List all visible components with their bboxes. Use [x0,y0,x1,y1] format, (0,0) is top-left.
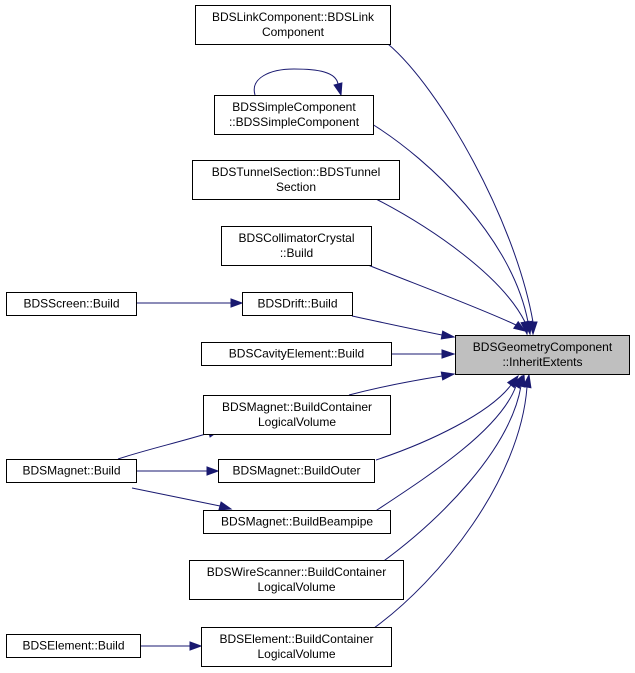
node-label: BDSTunnelSection::BDSTunnel [212,165,381,179]
edge-arrowhead [440,371,456,381]
node-label: BDSWireScanner::BuildContainer [207,565,386,579]
node-box[interactable] [6,634,141,658]
edge-line [253,68,339,96]
edge-arrowhead [230,298,244,308]
edge-tunnel-to-target [375,198,530,336]
edge-arrowhead [189,641,203,651]
node-label: BDSMagnet::BuildOuter [232,464,360,478]
node-box[interactable] [6,292,137,316]
node-label: BDSMagnet::BuildBeampipe [221,515,373,529]
node-magbuild[interactable]: BDSMagnet::Build [6,459,137,483]
edge-magbuild-to-magouter [136,466,220,476]
edge-drift-to-target [351,315,456,340]
node-box[interactable] [189,560,404,600]
edge-line [117,432,210,460]
edge-cavity-to-target [391,349,456,359]
edge-arrowhead [516,373,526,388]
node-box[interactable] [203,395,391,435]
node-simple[interactable]: BDSSimpleComponent::BDSSimpleComponent [214,95,374,135]
node-wire[interactable]: BDSWireScanner::BuildContainerLogicalVol… [189,560,404,600]
edge-line [375,198,526,323]
node-label: BDSSimpleComponent [232,100,356,114]
edge-simple-to-target [371,123,533,336]
node-crystal[interactable]: BDSCollimatorCrystal::Build [221,226,372,266]
edge-elbuild-to-elcont [140,641,203,651]
edge-arrowhead [441,349,456,359]
edge-line [371,123,529,323]
edge-line [375,384,512,461]
node-label: ::Build [280,246,313,260]
edge-arrowhead [520,320,530,336]
node-label: LogicalVolume [257,580,335,594]
node-tunnel[interactable]: BDSTunnelSection::BDSTunnelSection [192,160,400,200]
node-screen[interactable]: BDSScreen::Build [6,292,137,316]
edge-line [131,487,221,507]
edge-line [380,385,522,564]
node-label: BDSCavityElement::Build [229,347,364,361]
node-label: BDSDrift::Build [257,297,337,311]
edge-line [373,385,517,513]
edge-line [351,315,443,336]
node-box[interactable] [192,160,400,200]
node-target[interactable]: BDSGeometryComponent::InheritExtents [455,335,630,375]
node-label: ::BDSSimpleComponent [229,115,360,129]
nodes: BDSLinkComponent::BDSLinkComponentBDSSim… [6,5,630,667]
edge-magbuild-to-magbeam [131,487,233,511]
edge-magcont-to-target [348,371,456,396]
node-drift[interactable]: BDSDrift::Build [242,292,353,316]
node-box[interactable] [6,459,137,483]
edge-simple-to-simple [253,68,343,97]
node-label: LogicalVolume [258,415,336,429]
edge-arrowhead [218,501,233,511]
edge-wire-to-target [380,373,526,564]
node-link[interactable]: BDSLinkComponent::BDSLinkComponent [195,5,391,45]
node-label: BDSElement::Build [22,639,124,653]
edge-line [367,264,517,326]
node-magouter[interactable]: BDSMagnet::BuildOuter [218,459,375,483]
node-box[interactable] [201,342,392,366]
node-label: BDSMagnet::BuildContainer [222,400,372,414]
edge-arrowhead [512,320,527,332]
node-box[interactable] [221,226,372,266]
edge-elcont-to-target [373,373,532,629]
node-box[interactable] [242,292,353,316]
node-label: BDSCollimatorCrystal [238,231,354,245]
node-cavity[interactable]: BDSCavityElement::Build [201,342,392,366]
edges [117,43,538,651]
node-label: BDSGeometryComponent [473,340,613,354]
node-label: BDSLinkComponent::BDSLink [212,10,375,24]
edge-line [348,375,443,396]
node-label: BDSMagnet::Build [22,464,120,478]
edge-line [387,43,534,323]
edge-arrowhead [333,82,343,97]
edge-arrowhead [522,373,532,389]
node-magbeam[interactable]: BDSMagnet::BuildBeampipe [203,510,391,534]
edge-line [373,386,528,629]
edge-magouter-to-target [375,374,519,461]
node-label: Component [262,25,325,39]
edge-arrowhead [440,330,456,340]
node-box[interactable] [218,459,375,483]
node-label: LogicalVolume [257,647,335,661]
node-label: ::InheritExtents [502,355,582,369]
node-box[interactable] [195,5,391,45]
edge-screen-to-drift [136,298,244,308]
node-label: BDSScreen::Build [23,297,119,311]
node-box[interactable] [214,95,374,135]
edge-crystal-to-target [367,264,527,332]
node-label: Section [276,180,316,194]
edge-link-to-target [387,43,538,336]
node-label: BDSElement::BuildContainer [219,632,373,646]
edge-arrowhead [206,466,220,476]
node-box[interactable] [201,627,392,667]
node-elbuild[interactable]: BDSElement::Build [6,634,141,658]
node-box[interactable] [455,335,630,375]
node-box[interactable] [203,510,391,534]
